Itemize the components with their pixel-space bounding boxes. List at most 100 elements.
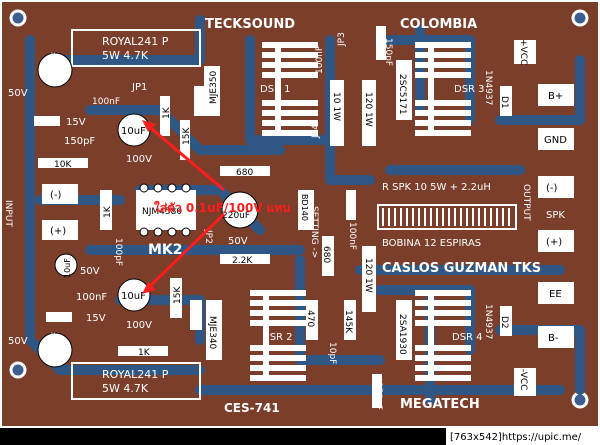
heatsink-fin [250,300,306,306]
cap-10uf-left [54,253,78,277]
heatsink-bar [263,290,269,381]
heatsink-fin [250,320,306,326]
heatsink-fin [415,72,471,78]
label-1n4937-top: 1N4937 [483,70,493,105]
title-ces: CES-741 [224,401,280,415]
heatsink-bar [428,290,434,381]
ic-njm4580 [136,183,196,237]
resistor-2-2k [220,254,270,264]
title-colombia: COLOMBIA [400,17,477,32]
label-100nf-top: 100nF [92,97,120,107]
label-setting: SETTING -> [309,206,319,258]
resistor-145k [344,300,356,340]
cap-220uf-mid [221,191,259,229]
label-10uf-bottom: 10uF [121,291,146,302]
heatsink-fin [262,130,318,136]
label-d2: D2 [499,316,509,329]
royal-resistor-top [71,29,201,67]
label-dsr3: DSR 3 [454,84,485,95]
pad-gnd [538,128,574,150]
diode-d1 [500,86,512,116]
label-50v-topleft: 50V [8,88,28,99]
label-in-plus: (+) [50,226,66,237]
title-caslos: CASLOS GUZMAN TKS [382,261,541,276]
label-royal-top-2: 5W 4.7K [102,49,149,62]
resistor-15k-top [180,120,190,160]
label-15v-top: 15V [66,117,86,128]
annotation-arrowhead-top [142,120,156,132]
label-njm4580: NJM4580 [142,207,182,217]
label-10uf-top: 10uF [121,126,146,137]
annotation-arrow [145,122,225,192]
footer-text: [763x542]https://upic.me/ [450,432,582,443]
label-minus: (-) [546,183,558,194]
resistor-120-1w-top [362,80,376,146]
pad-b-pos [538,84,574,106]
label-100nf-bottom: 100nF [76,292,107,303]
annotation-text: ใส่ตัว 0.1uF/100V แทน [154,200,291,215]
resistor-120-1w-bottom [362,246,376,312]
label-15k-bottom: 15K [173,286,183,304]
heatsink-bar [275,42,281,136]
label-b-pos: B+ [548,91,563,102]
heatsink-fin [415,62,471,68]
cap-220uf-top [37,52,73,88]
heatsink-fin [262,52,318,58]
labels: TECKSOUND COLOMBIA CASLOS GUZMAN TKS MEG… [3,17,567,415]
mounting-hole [9,9,27,27]
resistor-15k-bottom [170,278,182,318]
transistor-mje340 [206,300,222,360]
label-jp2: JP2 [203,229,213,244]
label-145k: 145K [343,310,353,334]
label-150pf-top: 150pF [64,136,95,147]
label-vcc-pos: +VCC [518,39,528,65]
label-100pf-left: 100pF [113,238,123,266]
annotation: ใส่ตัว 0.1uF/100V แทน [142,120,291,294]
label-220uf-mid: 220uF [222,211,250,221]
annotation-arrow [144,212,226,292]
pad-in-minus [42,184,78,204]
heatsink-dsr1 [262,42,318,136]
label-330-top: 330 [197,91,207,108]
resistor-1k-top [160,96,170,136]
label-jp3: JP3 [337,32,347,47]
pad-minus [538,176,574,198]
heatsink-fin [415,130,471,136]
label-plus: (+) [546,237,562,248]
label-1n4937-bottom: 1N4937 [483,304,493,339]
label-input: INPUT [3,200,13,227]
ic-body [136,190,196,230]
label-vcc-neg: -VCC [518,369,528,390]
resistor-1k-bottom [118,346,168,356]
label-15k-top: 15K [182,127,192,145]
heatsink-fin [250,375,306,381]
label-d1: D1 [499,96,509,109]
trace [495,325,585,395]
title-mk2: MK2 [148,242,183,258]
power-resistors [71,29,201,400]
mounting-hole [9,361,27,379]
heatsink-fin [415,290,471,296]
label-1k-top: 1K [162,106,172,119]
resistor-10-1w [330,80,344,146]
transistor-bd140 [298,190,314,230]
royal-resistor-bottom [71,362,201,400]
heatsink-fin [250,310,306,316]
cap-150pf-bottom [372,374,382,408]
label-dsr1: DSR 1 [260,84,291,95]
label-mje350: MJE350 [209,70,219,104]
heatsink-fin [415,300,471,306]
label-2sc5171: 2SC5171 [397,74,407,115]
label-2sa1930: 2SA1930 [397,314,407,355]
diode-d2 [500,306,512,336]
annotation-arrowhead-bottom [142,282,156,294]
label-dsr2: DSR 2 [262,332,293,343]
resistor-10k [38,158,88,168]
cap-150pf-top [376,26,386,60]
coil-block [377,204,517,230]
heatsink-fin [415,355,471,361]
label-100v-bottom: 100V [126,320,152,331]
pad-vcc-neg [514,368,536,396]
heatsink-fin [415,42,471,48]
